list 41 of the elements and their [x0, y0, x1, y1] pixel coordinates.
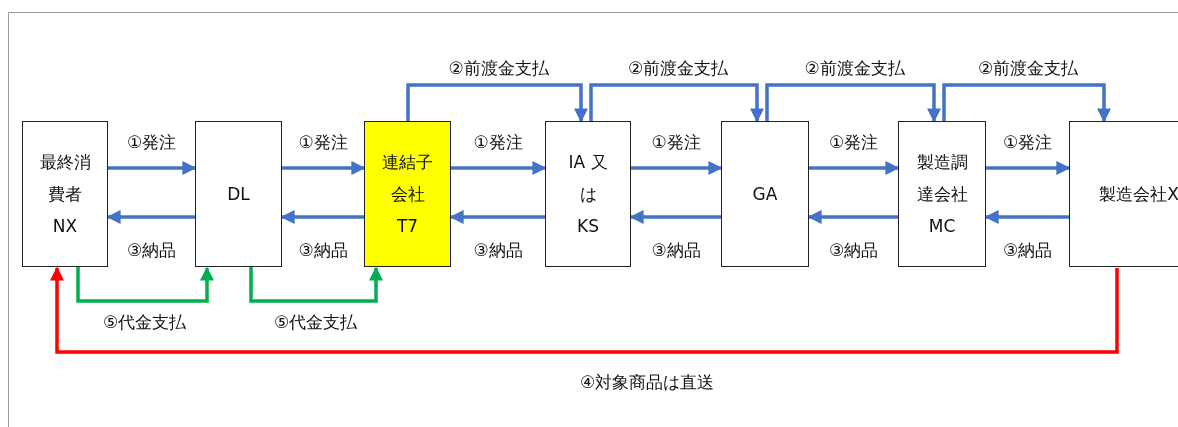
process-box: [545, 121, 631, 267]
arrow: [589, 83, 764, 123]
arrow: [406, 83, 588, 123]
arrow: [631, 161, 723, 175]
edge-label: ③納品: [296, 240, 350, 260]
arrow: [809, 161, 900, 175]
arrow: [108, 161, 197, 175]
box-label: DL: [226, 183, 251, 206]
process-box: [898, 121, 986, 267]
arrow: [986, 161, 1071, 175]
box-label: 製造調達会社 MC: [915, 151, 969, 238]
arrow: [942, 83, 1111, 123]
process-box: [364, 121, 451, 267]
arrow: [629, 210, 721, 224]
box-label: 連結子会社 T7: [381, 151, 434, 238]
edge-label: ②前渡金支払: [446, 58, 551, 78]
edge-label: ③納品: [649, 240, 703, 260]
process-box: [1069, 121, 1178, 267]
arrow: [282, 161, 366, 175]
edge-label: ②前渡金支払: [802, 58, 907, 78]
edge-label: ①発注: [649, 132, 703, 152]
arrow: [765, 83, 941, 123]
process-box: [721, 121, 809, 267]
box-label: IA 又は KS: [568, 151, 608, 238]
arrow: [249, 266, 383, 303]
arrow: [984, 210, 1069, 224]
process-box: [195, 121, 282, 267]
arrow: [76, 266, 214, 303]
arrow: [451, 161, 547, 175]
arrow: [50, 266, 1119, 354]
arrow: [280, 210, 364, 224]
box-label: 製造会社X: [1098, 183, 1178, 206]
edge-label: ①発注: [296, 132, 350, 152]
box-label: 最終消費者 NX: [38, 151, 92, 238]
edge-label: ①発注: [471, 132, 525, 152]
arrow: [807, 210, 898, 224]
process-box: [22, 121, 108, 267]
arrow: [449, 210, 545, 224]
edge-label: ③納品: [471, 240, 525, 260]
box-label: GA: [751, 183, 779, 206]
arrow: [106, 210, 195, 224]
